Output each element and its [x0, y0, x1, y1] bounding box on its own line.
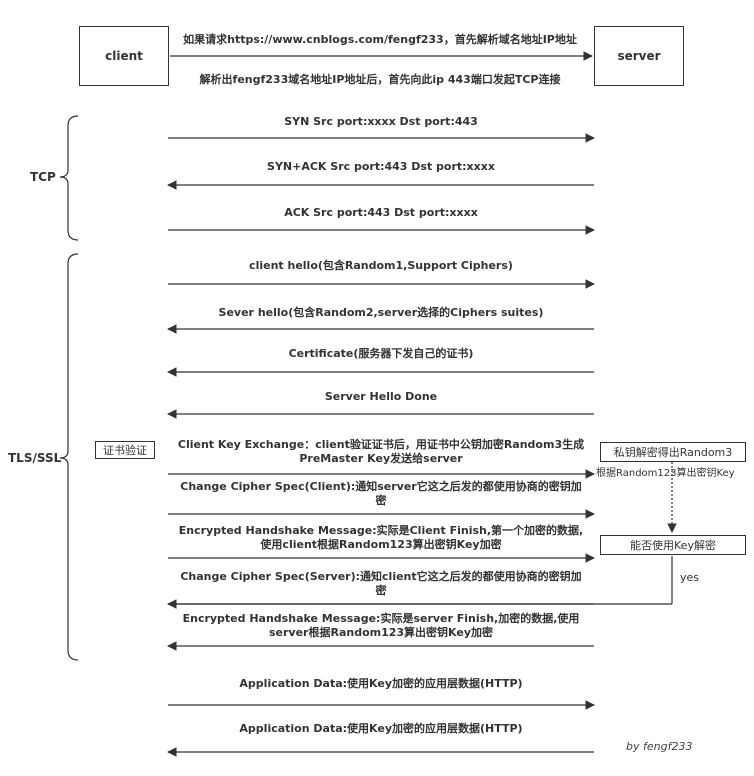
tcp-message-3-label: ACK Src port:443 Dst port:xxxx — [284, 206, 478, 219]
tls-brace — [59, 253, 79, 661]
tls-message-7-label: Encrypted Handshake Message:实际是Client Fi… — [178, 524, 584, 551]
cert-verify-label: 证书验证 — [103, 444, 147, 457]
tcp-message-1-label: SYN Src port:xxxx Dst port:443 — [284, 115, 478, 128]
tls-message-6-label: Change Cipher Spec(Client):通知server它这之后发… — [180, 480, 582, 507]
server-box: server — [594, 26, 684, 86]
server-key-check-label: 能否使用Key解密 — [630, 539, 716, 552]
tcp-message-2-label: SYN+ACK Src port:443 Dst port:xxxx — [267, 160, 495, 173]
cert-verify-box: 证书验证 — [95, 441, 155, 459]
tls-message-1-label: client hello(包含Random1,Support Ciphers) — [249, 259, 513, 272]
server-key-check-box: 能否使用Key解密 — [600, 535, 746, 555]
tls-message-8-label: Change Cipher Spec(Server):通知client它这之后发… — [180, 570, 582, 597]
tcp-label: TCP — [30, 170, 56, 184]
yes-label: yes — [680, 571, 700, 584]
tls-message-4-label: Server Hello Done — [324, 390, 438, 403]
tls-message-3-label: Certificate(服务器下发自己的证书) — [288, 347, 474, 360]
tls-label: TLS/SSL — [8, 451, 62, 465]
tls-message-9-label: Encrypted Handshake Message:实际是server Fi… — [182, 612, 580, 639]
tls-message-5-label: Client Key Exchange：client验证证书后，用证书中公钥加密… — [177, 438, 585, 465]
byline: by fengf233 — [626, 740, 693, 753]
top-message-2: 解析出fengf233域名地址IP地址后，首先向此ip 443端口发起TCP连接 — [199, 73, 561, 86]
server-label: server — [617, 49, 661, 63]
client-box: client — [79, 26, 169, 86]
server-key-note: 根据Random123算出密钥Key — [596, 468, 735, 479]
app-message-2-label: Application Data:使用Key加密的应用层数据(HTTP) — [239, 722, 523, 735]
tcp-brace — [59, 115, 79, 241]
tls-message-2-label: Sever hello(包含Random2,server选择的Ciphers s… — [218, 306, 544, 319]
server-decrypt-label: 私钥解密得出Random3 — [613, 446, 733, 459]
client-label: client — [105, 49, 143, 63]
server-decrypt-box: 私钥解密得出Random3 — [600, 442, 746, 462]
top-message-1: 如果请求https://www.cnblogs.com/fengf233，首先解… — [183, 33, 577, 46]
app-message-1-label: Application Data:使用Key加密的应用层数据(HTTP) — [239, 677, 523, 690]
